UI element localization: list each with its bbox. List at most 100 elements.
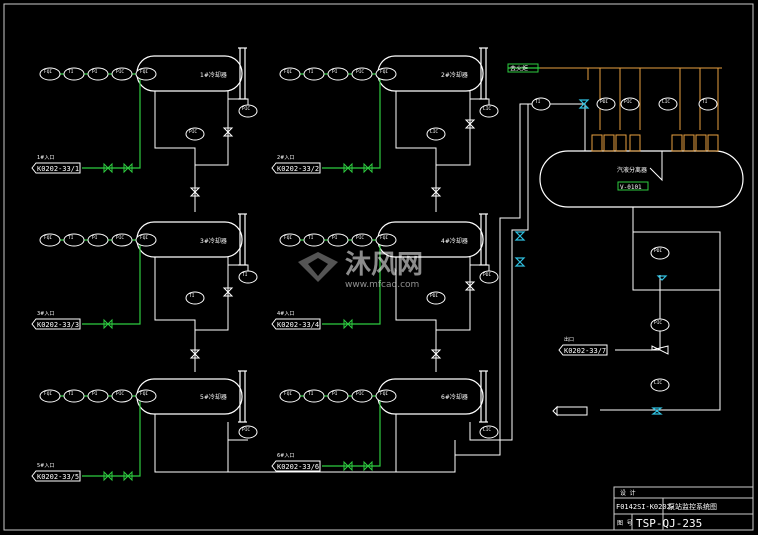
instrument-bubble-side <box>596 97 616 111</box>
feed-tag-text: K0202-33/6 <box>277 463 319 471</box>
instrument-bubble <box>375 67 397 81</box>
instrument-tag-side: PIC <box>624 99 632 105</box>
instrument-bubble-side <box>650 318 670 332</box>
instrument-tag: PIC <box>356 235 364 241</box>
watermark-url: www.mfcad.com <box>345 280 419 290</box>
instrument-bubble <box>111 67 133 81</box>
instrument-tag: PIC <box>116 235 124 241</box>
valve-feed-2 <box>343 162 373 174</box>
instrument-bubble-side <box>238 270 258 284</box>
instrument-bubble-side <box>650 378 670 392</box>
instrument-bubble-side <box>698 97 718 111</box>
instrument-bubbles: FQI TI PI PIC FQI FQI TI PI PIC FQI FQI TI PI PIC FQI F… <box>39 67 718 439</box>
instrument-tag-side: TI <box>702 99 708 105</box>
separator-tank <box>539 150 744 208</box>
feed-tag-note: 3#入口 <box>37 311 54 317</box>
valve-feed-5 <box>103 470 133 482</box>
instrument-tag: FQI <box>380 69 388 75</box>
instrument-tag: FQI <box>44 391 52 397</box>
instrument-bubble <box>351 389 373 403</box>
feed-tag-text: K0202-33/7 <box>564 347 606 355</box>
feed-tag-text: K0202-33/4 <box>277 321 319 329</box>
tank-label: 汽液分离器 <box>617 166 647 174</box>
instrument-bubble <box>39 67 61 81</box>
instrument-tag: FQI <box>284 235 292 241</box>
instrument-tag: TI <box>68 69 74 75</box>
top-feed-box <box>507 63 539 73</box>
instrument-bubble <box>39 389 61 403</box>
instrument-tag: FQI <box>140 391 148 397</box>
vessel-label: 1#冷却器 <box>200 71 227 79</box>
instrument-bubble <box>135 233 157 247</box>
instrument-tag: PIC <box>116 391 124 397</box>
feed-tags: K0202-33/11#入口K0202-33/22#入口K0202-33/33#… <box>31 155 608 482</box>
instrument-bubble <box>327 389 349 403</box>
instrument-bubble <box>279 389 301 403</box>
feed-tag-text: K0202-33/1 <box>37 165 79 173</box>
instrument-bubble <box>351 233 373 247</box>
instrument-tag: PIC <box>356 69 364 75</box>
instrument-bubble <box>135 67 157 81</box>
instrument-tag: TI <box>68 235 74 241</box>
tank-tag-box <box>617 181 649 191</box>
drawing-number: TSP-QJ-235 <box>636 517 702 530</box>
instrument-tag: FQI <box>44 69 52 75</box>
instrument-bubble-side <box>185 127 205 141</box>
instrument-tag-side: PDI <box>654 248 662 254</box>
instrument-bubble <box>327 67 349 81</box>
instrument-tag: PIC <box>116 69 124 75</box>
instrument-tag-side: LIC <box>483 427 491 433</box>
instrument-tag: TI <box>308 235 314 241</box>
valve-feed-4 <box>343 318 353 330</box>
instrument-bubble-side <box>238 425 258 439</box>
feed-tag-text: K0202-33/2 <box>277 165 319 173</box>
feed-tag-note: 4#入口 <box>277 311 294 317</box>
feed-tag-text: K0202-33/5 <box>37 473 79 481</box>
valve-feed-3 <box>103 318 113 330</box>
feed-tag-note: 5#入口 <box>37 463 54 469</box>
instrument-bubble <box>111 389 133 403</box>
instrument-tag: TI <box>308 69 314 75</box>
instrument-tag-side: PIC <box>242 427 250 433</box>
instrument-tag: FQI <box>380 391 388 397</box>
instrument-bubble-side <box>238 104 258 118</box>
instrument-bubble-side <box>479 270 499 284</box>
instrument-tag: PIC <box>356 391 364 397</box>
tank-tag: V-0101 <box>620 184 642 191</box>
feed-tag-box <box>271 460 321 472</box>
feed-tag-note: 6#入口 <box>277 453 294 459</box>
feed-tag-box <box>31 470 81 482</box>
instrument-bubble <box>327 233 349 247</box>
title-code: F0142SI-K0202- <box>616 503 675 511</box>
valve-feed-1 <box>103 162 133 174</box>
instrument-bubble-side <box>658 97 678 111</box>
instrument-bubble-side <box>620 97 640 111</box>
instrument-tag: PI <box>92 69 98 75</box>
feed-tag-box <box>271 318 321 330</box>
instrument-tag-side: TI <box>189 293 195 299</box>
watermark: 沐风网 www.mfcad.com <box>298 250 423 290</box>
instrument-tag-side: TI <box>535 99 541 105</box>
instrument-bubble <box>111 233 133 247</box>
instrument-tag: TI <box>308 391 314 397</box>
valve-feed-6 <box>343 460 373 472</box>
instrument-tag-side: PIC <box>242 106 250 112</box>
outlet-box <box>556 406 588 416</box>
top-feed-tag: 去火炬 <box>510 65 528 73</box>
feed-tag-box <box>31 162 81 174</box>
instrument-tag: PI <box>92 391 98 397</box>
instrument-tag: FQI <box>380 235 388 241</box>
instrument-tag: FQI <box>284 391 292 397</box>
title-no-label: 图 号 <box>617 520 633 527</box>
vessel-label: 6#冷却器 <box>441 393 468 401</box>
feed-tag-box <box>558 344 608 356</box>
instrument-tag: FQI <box>284 69 292 75</box>
instrument-bubble <box>87 67 109 81</box>
instrument-bubble <box>63 67 85 81</box>
instrument-tag: PI <box>332 235 338 241</box>
feed-tag-note: 出口 <box>564 336 574 343</box>
instrument-tag: TI <box>68 391 74 397</box>
instrument-bubble <box>87 389 109 403</box>
vessel-label: 3#冷却器 <box>200 237 227 245</box>
